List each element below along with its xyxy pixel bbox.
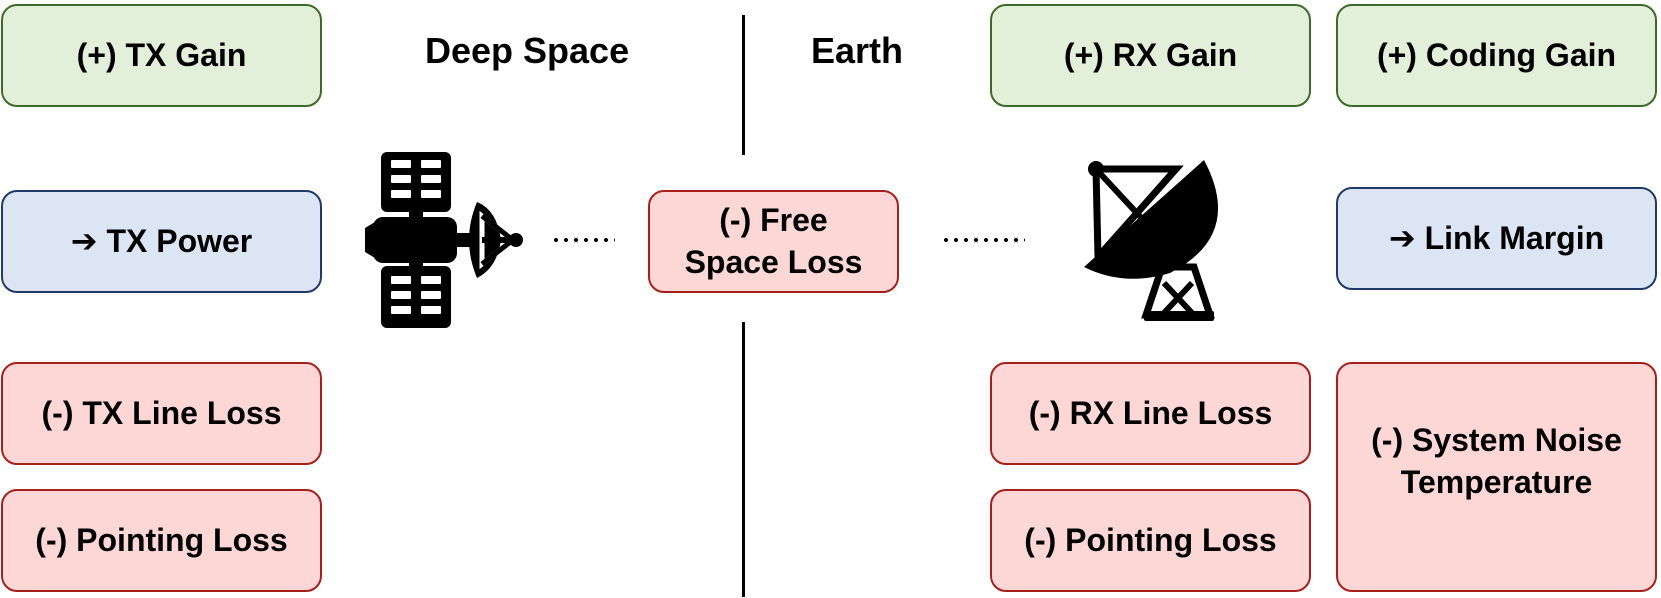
tx-gain-box: (+) TX Gain (1, 4, 322, 107)
system-noise-label-line2: Temperature (1400, 464, 1593, 500)
tx-line-loss-box: (-) TX Line Loss (1, 362, 322, 465)
rx-pointing-loss-label: (-) Pointing Loss (1024, 521, 1277, 558)
divider-line-top (742, 15, 745, 155)
rx-pointing-loss-box: (-) Pointing Loss (990, 489, 1311, 592)
earth-heading: Earth (811, 30, 904, 71)
rx-line-loss-box: (-) RX Line Loss (990, 362, 1311, 465)
satellite-icon (365, 152, 523, 328)
dotted-link-right (941, 238, 1025, 242)
dotted-link-left (551, 238, 615, 242)
system-noise-label-line1: (-) System Noise (1371, 422, 1622, 459)
tx-pointing-loss-label: (-) Pointing Loss (35, 521, 288, 558)
link-margin-label: ➔ Link Margin (1388, 219, 1605, 256)
rx-gain-label: (+) RX Gain (1063, 36, 1238, 73)
tx-line-loss-label: (-) TX Line Loss (41, 394, 282, 431)
free-space-loss-label-line1: (-) Free (719, 201, 828, 238)
coding-gain-box: (+) Coding Gain (1336, 4, 1657, 107)
ground-station-dish-icon (1084, 160, 1219, 321)
rx-gain-box: (+) RX Gain (990, 4, 1311, 107)
divider-line-bottom (742, 322, 745, 597)
deep-space-heading: Deep Space (425, 30, 630, 71)
tx-gain-label: (+) TX Gain (76, 36, 247, 73)
tx-power-box: ➔ TX Power (1, 190, 322, 293)
tx-power-label: ➔ TX Power (70, 222, 253, 259)
link-margin-box: ➔ Link Margin (1336, 187, 1657, 290)
free-space-loss-box: (-) Free Space Loss (648, 190, 899, 293)
coding-gain-label: (+) Coding Gain (1376, 36, 1617, 73)
system-noise-temperature-box: (-) System Noise Temperature (1336, 362, 1657, 592)
tx-pointing-loss-box: (-) Pointing Loss (1, 489, 322, 592)
rx-line-loss-label: (-) RX Line Loss (1028, 394, 1273, 431)
free-space-loss-label-line2: Space Loss (684, 243, 863, 280)
